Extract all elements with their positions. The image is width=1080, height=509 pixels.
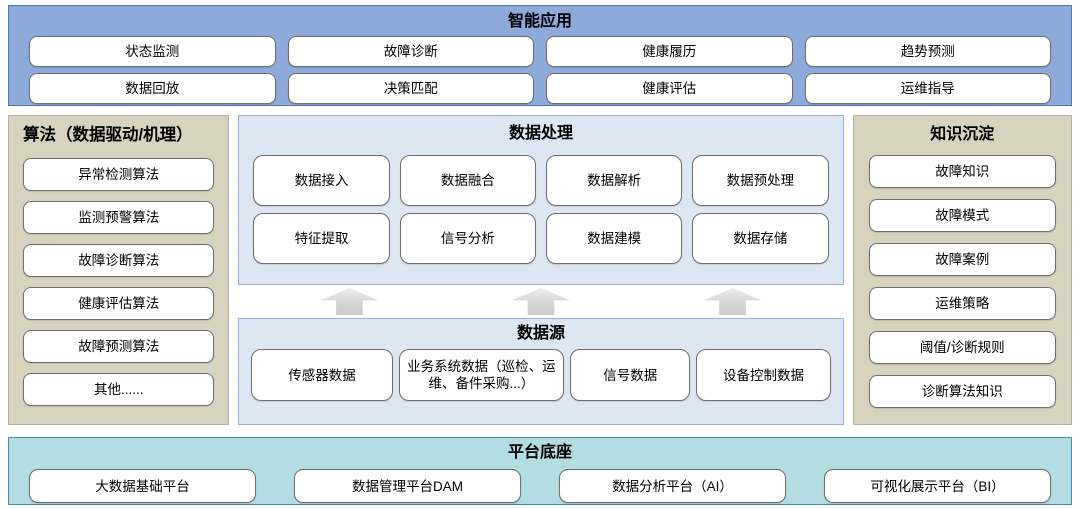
- knowledge-item: 故障模式: [868, 199, 1056, 233]
- section-data-sources: 数据源 传感器数据 业务系统数据（巡检、运维、备件采购...） 信号数据 设备控…: [238, 318, 844, 425]
- apps-grid: 状态监测 故障诊断 健康履历 趋势预测 数据回放 决策匹配 健康评估 运维指导: [29, 36, 1051, 105]
- app-item: 决策匹配: [287, 73, 534, 105]
- center-column: 数据处理 数据接入 数据融合 数据解析 数据预处理 特征提取 信号分析 数据建模…: [238, 115, 844, 425]
- processing-item: 数据融合: [399, 155, 536, 207]
- platform-item: 可视化展示平台（BI）: [824, 469, 1051, 504]
- app-item: 状态监测: [29, 36, 276, 68]
- section-knowledge: 知识沉淀 故障知识 故障模式 故障案例 运维策略 阈值/诊断规则 诊断算法知识: [852, 115, 1072, 425]
- app-item: 健康评估: [546, 73, 793, 105]
- knowledge-item: 运维策略: [868, 287, 1056, 321]
- up-arrow-icon: [512, 288, 570, 315]
- sources-row: 传感器数据 业务系统数据（巡检、运维、备件采购...） 信号数据 设备控制数据: [251, 349, 831, 402]
- section-title-intelligent-apps: 智能应用: [507, 13, 572, 30]
- processing-item: 数据接入: [253, 155, 390, 207]
- platform-row: 大数据基础平台 数据管理平台DAM 数据分析平台（AI） 可视化展示平台（BI）: [23, 469, 1057, 504]
- algorithm-item: 异常检测算法: [23, 158, 215, 192]
- source-item: 信号数据: [570, 349, 691, 402]
- app-item: 趋势预测: [804, 36, 1051, 68]
- platform-item: 大数据基础平台: [29, 469, 256, 504]
- processing-item: 信号分析: [399, 213, 536, 265]
- app-item: 数据回放: [29, 73, 276, 105]
- processing-item: 数据预处理: [692, 155, 829, 207]
- section-title-data-sources: 数据源: [516, 325, 565, 342]
- section-title-knowledge: 知识沉淀: [930, 126, 995, 143]
- knowledge-item: 故障案例: [868, 243, 1056, 277]
- section-algorithms: 算法（数据驱动/机理） 异常检测算法 监测预警算法 故障诊断算法 健康评估算法 …: [8, 115, 230, 425]
- section-platform-base: 平台底座 大数据基础平台 数据管理平台DAM 数据分析平台（AI） 可视化展示平…: [8, 437, 1072, 505]
- section-intelligent-apps: 智能应用 状态监测 故障诊断 健康履历 趋势预测 数据回放 决策匹配 健康评估 …: [8, 5, 1072, 106]
- knowledge-item: 故障知识: [868, 155, 1056, 189]
- app-item: 健康履历: [546, 36, 793, 68]
- platform-item: 数据管理平台DAM: [294, 469, 521, 504]
- source-item: 传感器数据: [251, 349, 393, 402]
- algorithm-item: 其他......: [23, 373, 215, 407]
- up-arrow-icon: [703, 288, 762, 315]
- processing-item: 数据建模: [546, 213, 683, 265]
- flow-arrows: [238, 285, 843, 318]
- knowledge-item: 诊断算法知识: [868, 375, 1056, 409]
- section-title-data-processing: 数据处理: [508, 125, 573, 142]
- algorithm-item: 故障预测算法: [23, 330, 215, 364]
- processing-grid: 数据接入 数据融合 数据解析 数据预处理 特征提取 信号分析 数据建模 数据存储: [253, 155, 829, 265]
- processing-item: 数据解析: [546, 155, 683, 207]
- source-item: 业务系统数据（巡检、运维、备件采购...）: [398, 349, 565, 402]
- processing-item: 特征提取: [253, 213, 390, 265]
- processing-item: 数据存储: [692, 213, 829, 265]
- algorithms-list: 异常检测算法 监测预警算法 故障诊断算法 健康评估算法 故障预测算法 其他...…: [23, 158, 215, 407]
- algorithm-item: 监测预警算法: [23, 201, 215, 235]
- section-title-platform-base: 平台底座: [507, 444, 572, 461]
- app-item: 故障诊断: [287, 36, 534, 68]
- platform-item: 数据分析平台（AI）: [559, 469, 786, 504]
- app-item: 运维指导: [804, 73, 1051, 105]
- source-item: 设备控制数据: [696, 349, 831, 402]
- section-title-algorithms: 算法（数据驱动/机理）: [23, 126, 193, 144]
- algorithm-item: 健康评估算法: [23, 287, 215, 321]
- middle-row: 算法（数据驱动/机理） 异常检测算法 监测预警算法 故障诊断算法 健康评估算法 …: [8, 115, 1072, 425]
- up-arrow-icon: [320, 288, 379, 315]
- knowledge-item: 阈值/诊断规则: [868, 331, 1056, 365]
- knowledge-list: 故障知识 故障模式 故障案例 运维策略 阈值/诊断规则 诊断算法知识: [868, 155, 1056, 409]
- section-data-processing: 数据处理 数据接入 数据融合 数据解析 数据预处理 特征提取 信号分析 数据建模…: [238, 115, 844, 285]
- algorithm-item: 故障诊断算法: [23, 244, 215, 278]
